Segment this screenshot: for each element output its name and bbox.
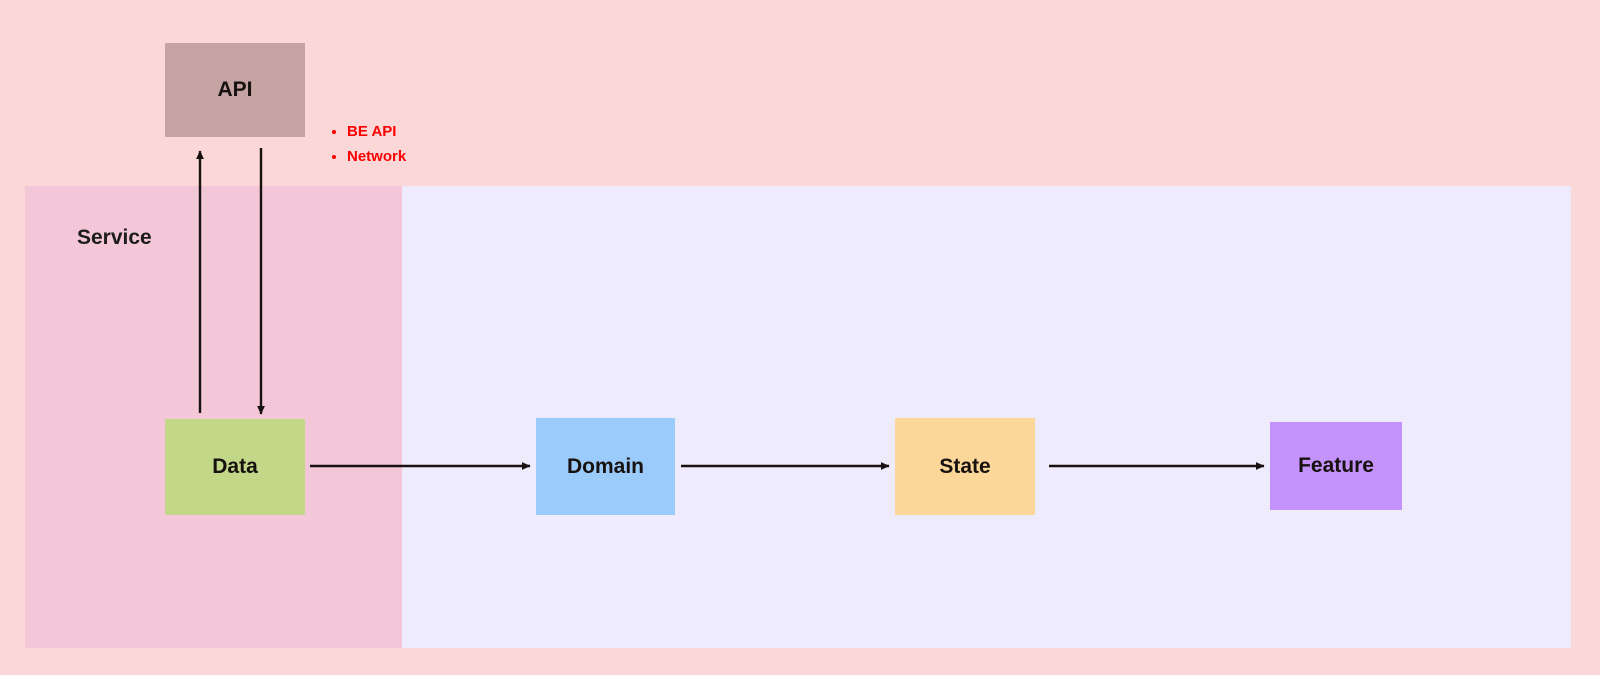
note-item-network: Network <box>347 144 406 169</box>
node-feature[interactable]: Feature <box>1270 422 1402 510</box>
service-panel-label: Service <box>77 226 152 249</box>
node-data[interactable]: Data <box>165 419 305 515</box>
note-item-be-api: BE API <box>347 119 406 144</box>
node-api[interactable]: API <box>165 43 305 137</box>
node-domain[interactable]: Domain <box>536 418 675 515</box>
node-state[interactable]: State <box>895 418 1035 515</box>
panel-service-layer <box>25 186 402 648</box>
panel-application-layer <box>402 186 1571 648</box>
annotation-note-list: BE API Network <box>325 119 406 169</box>
